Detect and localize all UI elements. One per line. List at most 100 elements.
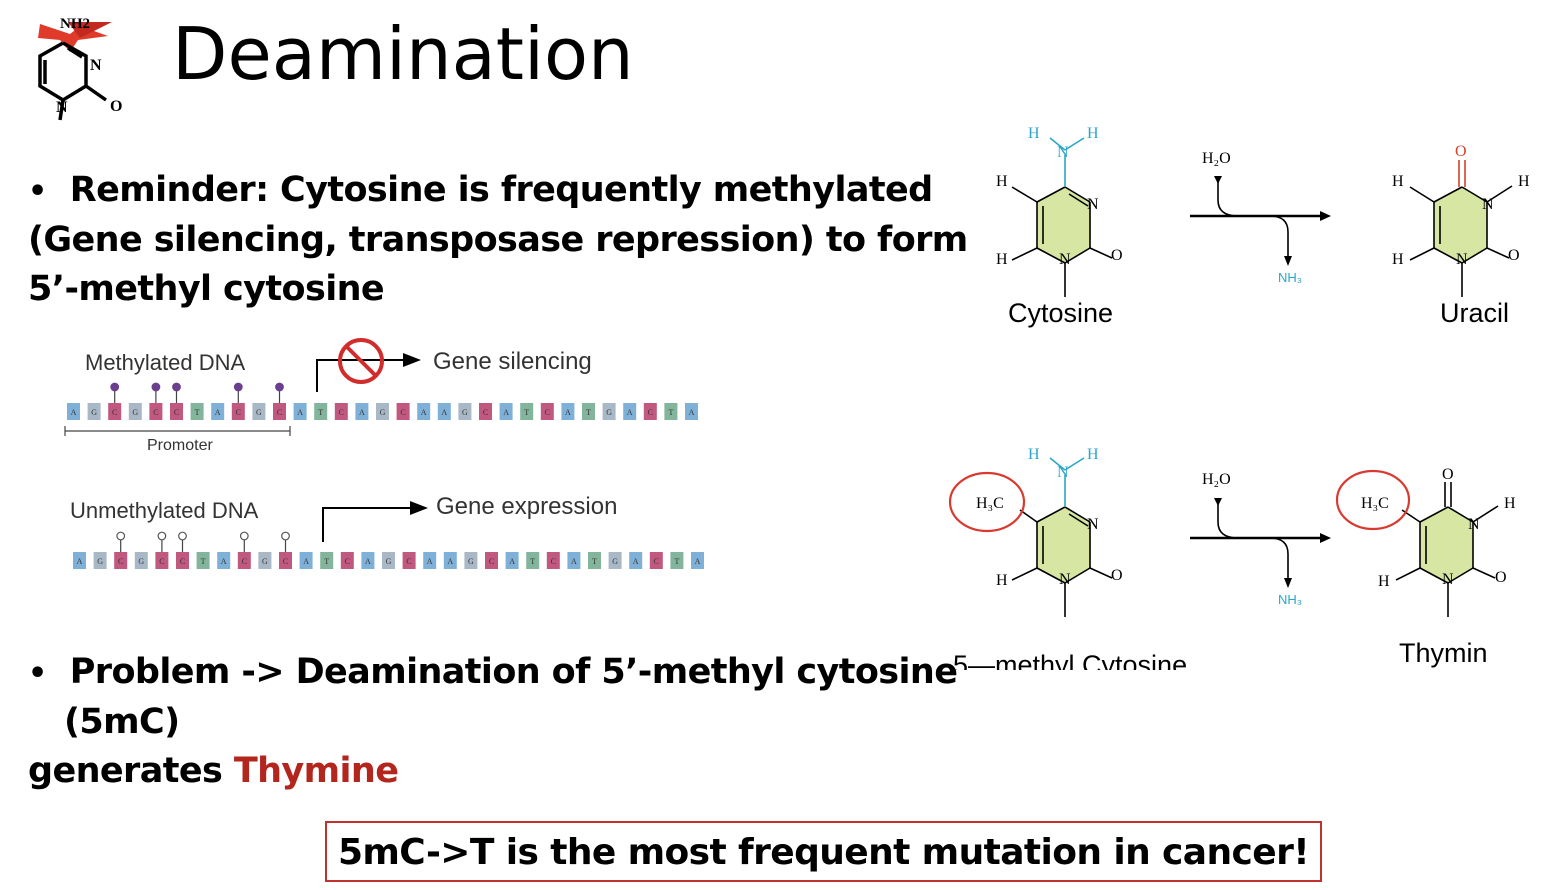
atom-h: H [1518, 173, 1530, 190]
nucleotide-letter: T [195, 408, 200, 417]
methyl-group: H₃C [976, 495, 1004, 512]
nucleotide-letter: A [359, 408, 365, 417]
nucleotide-letter: A [503, 408, 509, 417]
bullet-dot: • [28, 656, 47, 691]
atom-n: N [1456, 251, 1468, 268]
nucleotide-c [237, 552, 251, 569]
thymine-structure: O H₃C H H N N O [1335, 466, 1516, 617]
nucleotide-c [334, 403, 348, 420]
nucleotide-a [293, 403, 307, 420]
atom-h: H [996, 572, 1008, 589]
unmethylated-dna-label: Unmethylated DNA [70, 498, 259, 523]
nucleotide-letter: C [551, 557, 556, 566]
deamination-reactions: N H H H H N N O Cytosine H₂O NH₃ [948, 125, 1530, 670]
nucleotide-g [376, 403, 389, 420]
nucleotide-c [155, 552, 169, 569]
nucleotide-letter: C [654, 557, 659, 566]
ammonia-label: NH₃ [1278, 592, 1302, 607]
thymine-label: Thymin [1399, 638, 1488, 668]
nucleotide-letter: T [318, 408, 323, 417]
nucleotide-letter: C [648, 408, 653, 417]
unmethylated-site-marker [239, 531, 249, 541]
nucleotide-letter: T [201, 557, 206, 566]
icon-atom-n2: N [56, 99, 68, 116]
amine-n: N [1057, 464, 1069, 481]
ammonia-label: NH₃ [1278, 270, 1302, 285]
nucleotide-letter: G [97, 557, 103, 566]
nucleotide-letter: A [447, 557, 453, 566]
problem-line-3-prefix: generates [28, 751, 234, 791]
methyl-highlight-circle [948, 471, 1026, 533]
amine-h1: H [1028, 125, 1040, 142]
atom-n: N [1468, 516, 1480, 533]
nucleotide-a [437, 403, 451, 420]
nucleotide-letter: T [674, 557, 679, 566]
atom-o: O [1111, 247, 1123, 264]
nucleotide-c [340, 552, 354, 569]
nucleotide-g [128, 403, 142, 420]
nucleotide-letter: T [586, 408, 591, 417]
nucleotide-c [540, 403, 554, 420]
nucleotide-letter: C [277, 408, 282, 417]
reminder-bullet: • Reminder: Cytosine is frequently methy… [28, 166, 968, 314]
atom-o: O [1442, 466, 1454, 483]
nucleotide-t [664, 403, 678, 420]
atom-n: N [1442, 571, 1454, 588]
water-label: H₂O [1202, 150, 1231, 167]
nucleotide-c [643, 403, 657, 420]
nucleotide-letter: C [236, 408, 241, 417]
atom-h: H [1392, 173, 1404, 190]
nucleotide-letter: A [71, 408, 77, 417]
nucleotide-g [258, 552, 272, 569]
methyl-group-marker [151, 382, 161, 392]
dna-methylation-diagram: Methylated DNA Gene silencing A G C G C C T A C G… [64, 338, 704, 569]
nucleotide-a [299, 552, 313, 569]
methyl-highlight-circle [1335, 469, 1411, 531]
nucleotide-letter: C [489, 557, 494, 566]
gene-silencing-label: Gene silencing [433, 348, 592, 375]
atom-h: H [1504, 495, 1516, 512]
nucleotide-letter: A [303, 557, 309, 566]
nucleotide-c [649, 552, 663, 569]
nucleotide-letter: T [324, 557, 329, 566]
nucleotide-letter: T [524, 408, 529, 417]
nucleotide-c [176, 552, 189, 569]
nucleotide-c [546, 552, 560, 569]
nucleotide-t [588, 552, 601, 569]
uracil-structure: O H H H N N O [1392, 143, 1530, 297]
nucleotide-a [623, 403, 637, 420]
nucleotide-letter: C [345, 557, 350, 566]
reaction-arrow-bottom [1190, 498, 1331, 588]
unmethylated-site-marker [178, 531, 187, 541]
thymine-highlight: Thymine [233, 751, 399, 791]
nucleotide-a [499, 403, 513, 420]
nucleotide-letter: A [77, 557, 83, 566]
methyl-group-marker [233, 382, 243, 392]
cancer-mutation-callout: 5mC->T is the most frequent mutation in … [325, 821, 1322, 882]
reminder-line-3: 5’-methyl cytosine [28, 269, 385, 309]
nucleotide-letter: A [427, 557, 433, 566]
nucleotide-a [217, 552, 231, 569]
cytosine-label: Cytosine [1008, 298, 1113, 328]
nucleotide-a [211, 403, 225, 420]
uracil-label: Uracil [1440, 298, 1509, 328]
nucleotide-letter: A [421, 408, 427, 417]
amine-h1: H [1028, 446, 1040, 463]
nucleotide-letter: G [462, 408, 468, 417]
nucleotide-g [464, 552, 478, 569]
nucleotide-t [520, 403, 534, 420]
nucleotide-c [279, 552, 292, 569]
nucleotide-letter: A [565, 408, 571, 417]
nucleotide-c [108, 403, 122, 420]
methyl-group-marker [275, 382, 284, 392]
atom-h: H [1392, 251, 1404, 268]
methylated-dna-label: Methylated DNA [85, 350, 246, 375]
nucleotide-a [561, 403, 575, 420]
nucleotide-letter: G [606, 408, 612, 417]
nucleotide-g [608, 552, 622, 569]
atom-o: O [1495, 569, 1507, 586]
nucleotide-a [355, 403, 369, 420]
nucleotide-a [629, 552, 643, 569]
